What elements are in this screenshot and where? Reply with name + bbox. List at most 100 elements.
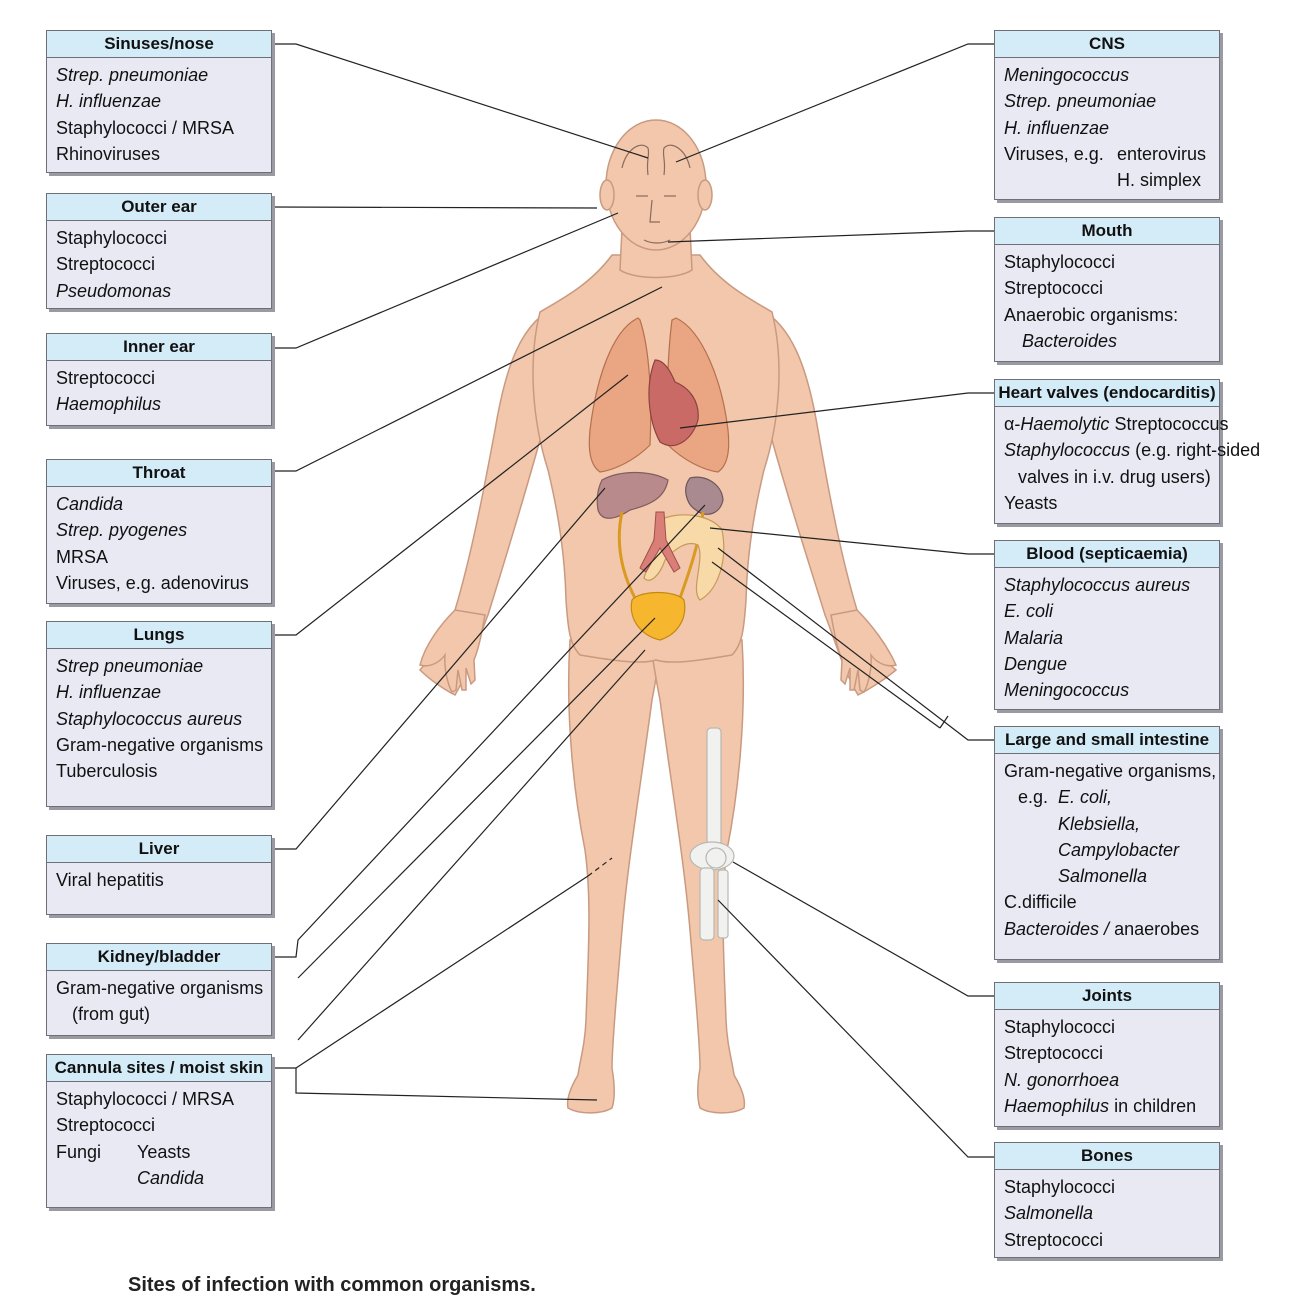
organism-line: Strep pneumoniae xyxy=(56,653,262,679)
line-text: Anaerobic organisms: xyxy=(1004,304,1179,325)
line-text: Haemophilus xyxy=(56,394,162,415)
organism-line: H. simplex xyxy=(1004,167,1210,193)
organism-line: Viruses, e.g.enterovirus xyxy=(1004,141,1210,167)
organism-line: Gram-negative organisms xyxy=(56,732,263,758)
organism-line: Viral hepatitis xyxy=(56,867,262,893)
organism-line: Staphylococci / MRSA xyxy=(56,115,262,141)
organism-line: E. coli xyxy=(1004,598,1210,624)
line-text: Candida xyxy=(137,1167,205,1188)
box-title: Blood (septicaemia) xyxy=(995,541,1219,568)
line-text: Pseudomonas xyxy=(56,280,172,301)
organism-line: Staphylococcus aureus xyxy=(56,706,262,732)
organism-line: Streptococci xyxy=(56,251,262,277)
box-title: Kidney/bladder xyxy=(47,944,271,971)
line-text: Streptococci xyxy=(56,368,156,388)
organism-line: Fungi Yeasts xyxy=(56,1139,262,1165)
line-text: Strep pneumoniae xyxy=(56,656,204,676)
line-text: Streptococci xyxy=(56,1115,156,1136)
organism-line: H. influenzae xyxy=(56,679,262,705)
line-text: Streptococci xyxy=(1004,1229,1104,1250)
line-text: Candida xyxy=(56,494,124,514)
box-title: Inner ear xyxy=(47,334,271,361)
organism-line: Candida xyxy=(56,1165,262,1191)
organism-line: H. influenzae xyxy=(1004,115,1210,141)
aorta xyxy=(639,511,681,573)
line-text: Malaria xyxy=(1004,627,1064,648)
line-text: Salmonella xyxy=(1004,1203,1094,1224)
ureter xyxy=(617,511,638,601)
organism-line: Strep. pneumoniae xyxy=(1004,88,1210,114)
line-text: Fungi xyxy=(56,1141,102,1162)
line-text: E. coli xyxy=(1004,601,1054,622)
line-text: Salmonella xyxy=(1058,866,1148,887)
organism-line: Meningococcus xyxy=(1004,677,1210,703)
face xyxy=(621,144,691,244)
liver xyxy=(596,471,669,519)
line-second-column: Yeasts xyxy=(137,1141,191,1162)
box-body: Gram-negative organisms(from gut) xyxy=(47,971,271,1034)
organism-line: Pseudomonas xyxy=(56,278,262,304)
left-hand xyxy=(419,609,486,693)
box-title: Heart valves (endocarditis) xyxy=(995,380,1219,407)
line-text: Streptococci xyxy=(1004,278,1104,299)
organism-line: N. gonorrhoea xyxy=(1004,1067,1210,1093)
line-prefix: α- xyxy=(1004,414,1021,434)
head xyxy=(605,119,707,251)
organism-line: Rhinoviruses xyxy=(56,141,262,167)
line-suffix: anaerobes xyxy=(1109,918,1200,939)
line-text: H. influenzae xyxy=(56,91,162,112)
box-title: Liver xyxy=(47,836,271,863)
organism-line: Streptococci xyxy=(1004,1040,1210,1066)
label-box-heart-valves-endocarditis: Heart valves (endocarditis)α-Haemolytic … xyxy=(994,379,1260,524)
organism-line: C.difficile xyxy=(1004,889,1210,915)
line-text: MRSA xyxy=(56,546,109,567)
organism-line: Streptococci xyxy=(56,1112,262,1138)
organism-line: Streptococci xyxy=(56,365,262,391)
organism-line: valves in i.v. drug users) xyxy=(1004,464,1211,490)
line-text: Streptococci xyxy=(56,254,156,275)
line-text: Haemophilus xyxy=(1004,1095,1110,1116)
figure-caption: Sites of infection with common organisms… xyxy=(128,1274,536,1296)
line-text: E. coli, xyxy=(1058,787,1113,808)
leader-lines xyxy=(271,43,994,1158)
right-arm xyxy=(751,303,898,696)
organism-line: Staphylococci xyxy=(1004,1014,1210,1040)
organism-line: Strep. pneumoniae xyxy=(56,62,262,88)
line-text: Staphylococci xyxy=(1004,1017,1116,1037)
line-text: Meningococcus xyxy=(1004,65,1130,85)
organism-line: Staphylococci xyxy=(1004,1174,1210,1200)
organism-line: Candida xyxy=(56,491,262,517)
box-title: Large and small intestine xyxy=(995,727,1219,754)
line-text: Rhinoviruses xyxy=(56,143,161,164)
organism-line: (from gut) xyxy=(56,1001,262,1027)
organism-line: Bacteroides / anaerobes xyxy=(1004,916,1210,942)
right-hand xyxy=(830,609,898,693)
organism-line: Malaria xyxy=(1004,625,1210,651)
line-text: Staphylococci xyxy=(1004,1177,1116,1197)
heart xyxy=(648,359,699,447)
line-suffix: Streptococcus xyxy=(1109,414,1229,434)
line-text: H. simplex xyxy=(1117,170,1202,191)
box-body: Gram-negative organisms,e.g. E. coli,Kle… xyxy=(995,754,1219,948)
organism-line: H. influenzae xyxy=(56,88,262,114)
label-box-blood-septicaemia: Blood (septicaemia)Staphylococcus aureus… xyxy=(994,540,1220,710)
line-prefix: e.g. xyxy=(1018,787,1059,808)
box-title: Joints xyxy=(995,983,1219,1010)
box-title: Sinuses/nose xyxy=(47,31,271,58)
right-ear xyxy=(697,179,713,211)
